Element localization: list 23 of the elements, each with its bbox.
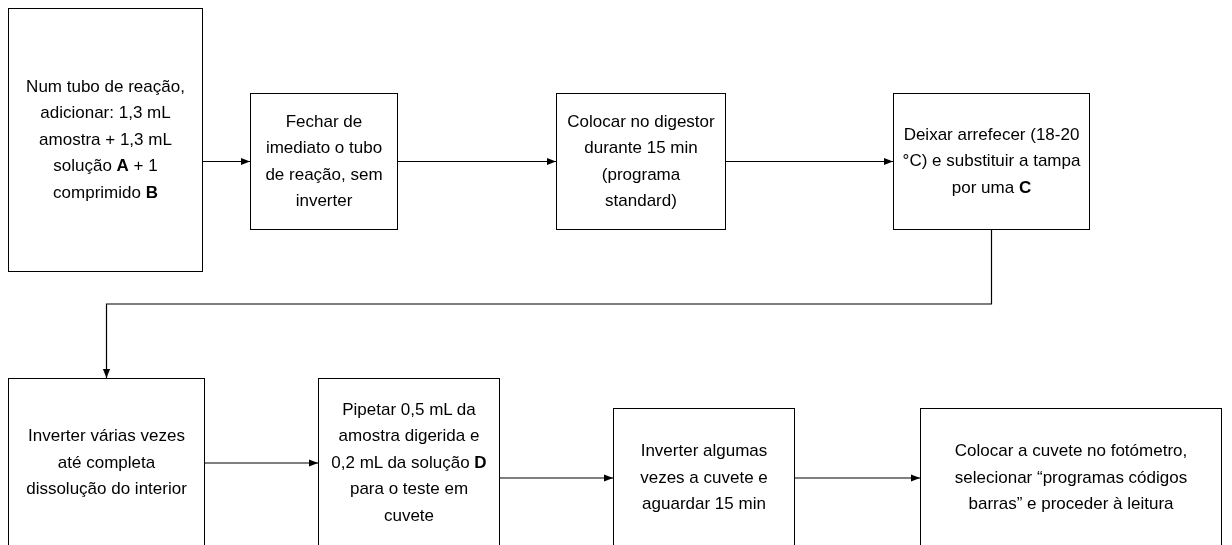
arrow <box>794 474 921 482</box>
arrow <box>202 157 251 166</box>
arrow <box>725 157 894 166</box>
arrow <box>204 459 319 467</box>
step-text: Colocar a cuvete no fotómetro, selecionar “programas códigos barras” e proceder à leitura <box>953 440 1189 516</box>
step-text: Inverter algumas vezes a cuvete e aguardar 15 min <box>639 440 769 516</box>
step-text: Fechar de imediato o tubo de reação, sem inverter <box>264 110 384 212</box>
process-box <box>556 93 726 230</box>
step-text: Num tubo de reação, adicionar: 1,3 mL amostra + 1,3 mL solução A + 1 comprimido B <box>25 76 186 204</box>
process-box <box>318 378 500 545</box>
step-text: Inverter várias vezes até completa dissolução do interior <box>25 425 188 501</box>
step-text: Pipetar 0,5 mL da amostra digerida e 0,2 mL da solução D para o teste em cuvete <box>330 399 488 527</box>
process-box <box>250 93 398 230</box>
process-box <box>613 408 795 545</box>
step-text: Colocar no digestor durante 15 min (programa standard) <box>566 110 716 212</box>
process-box <box>920 408 1222 545</box>
arrow <box>102 229 993 379</box>
arrow <box>499 474 614 482</box>
process-box <box>8 378 205 545</box>
arrow <box>397 157 557 166</box>
process-box <box>8 8 203 272</box>
step-text: Deixar arrefecer (18-20 °C) e substituir a tampa por uma C <box>902 124 1081 199</box>
process-box <box>893 93 1090 230</box>
